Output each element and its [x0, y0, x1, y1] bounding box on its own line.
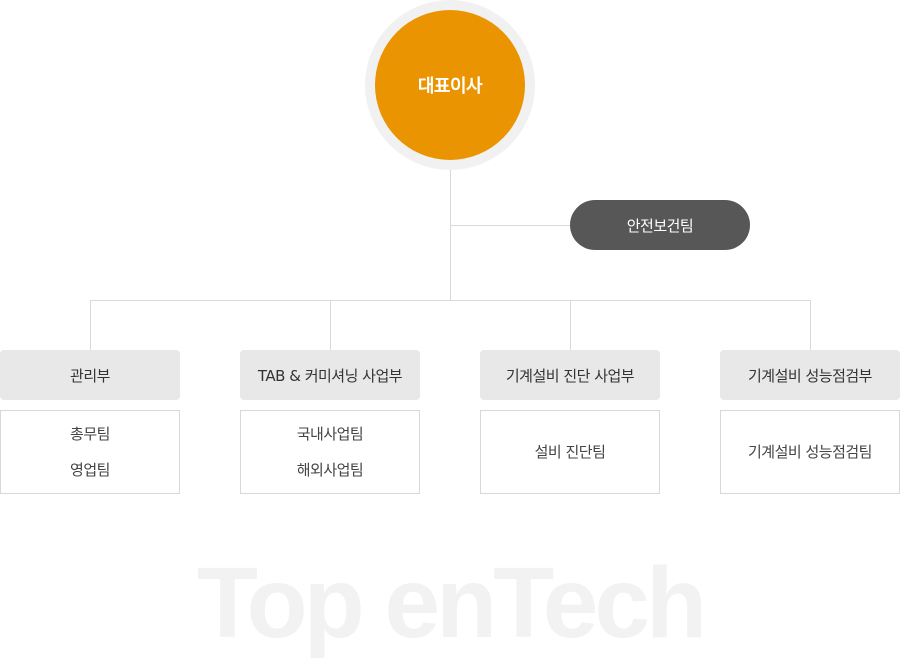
team-item: 국내사업팀	[296, 425, 364, 443]
ceo-node: 대표이사	[375, 10, 525, 160]
team-item: 기계설비 성능점검팀	[748, 443, 872, 461]
dept-label: 기계설비 성능점검부	[748, 366, 872, 385]
team-item: 설비 진단팀	[534, 443, 606, 461]
safety-team-node: 안전보건팀	[570, 200, 750, 250]
dept-management: 관리부	[0, 350, 180, 400]
dept-label: TAB & 커미셔닝 사업부	[257, 366, 403, 385]
company-watermark: Top enTech	[196, 547, 707, 659]
dept-tab-commissioning: TAB & 커미셔닝 사업부	[240, 350, 420, 400]
team-item: 해외사업팀	[296, 461, 364, 479]
safety-team-label: 안전보건팀	[626, 216, 694, 235]
dept-equipment-diagnosis: 기계설비 진단 사업부	[480, 350, 660, 400]
team-box-equipment-diagnosis: 설비 진단팀	[480, 410, 660, 494]
dept-label: 기계설비 진단 사업부	[505, 366, 635, 385]
team-item: 영업팀	[70, 461, 110, 479]
team-box-management: 총무팀 영업팀	[0, 410, 180, 494]
team-item: 총무팀	[70, 425, 110, 443]
team-box-performance-inspection: 기계설비 성능점검팀	[720, 410, 900, 494]
dept-label: 관리부	[70, 366, 110, 385]
ceo-label: 대표이사	[417, 76, 483, 97]
team-box-tab-commissioning: 국내사업팀 해외사업팀	[240, 410, 420, 494]
dept-performance-inspection: 기계설비 성능점검부	[720, 350, 900, 400]
